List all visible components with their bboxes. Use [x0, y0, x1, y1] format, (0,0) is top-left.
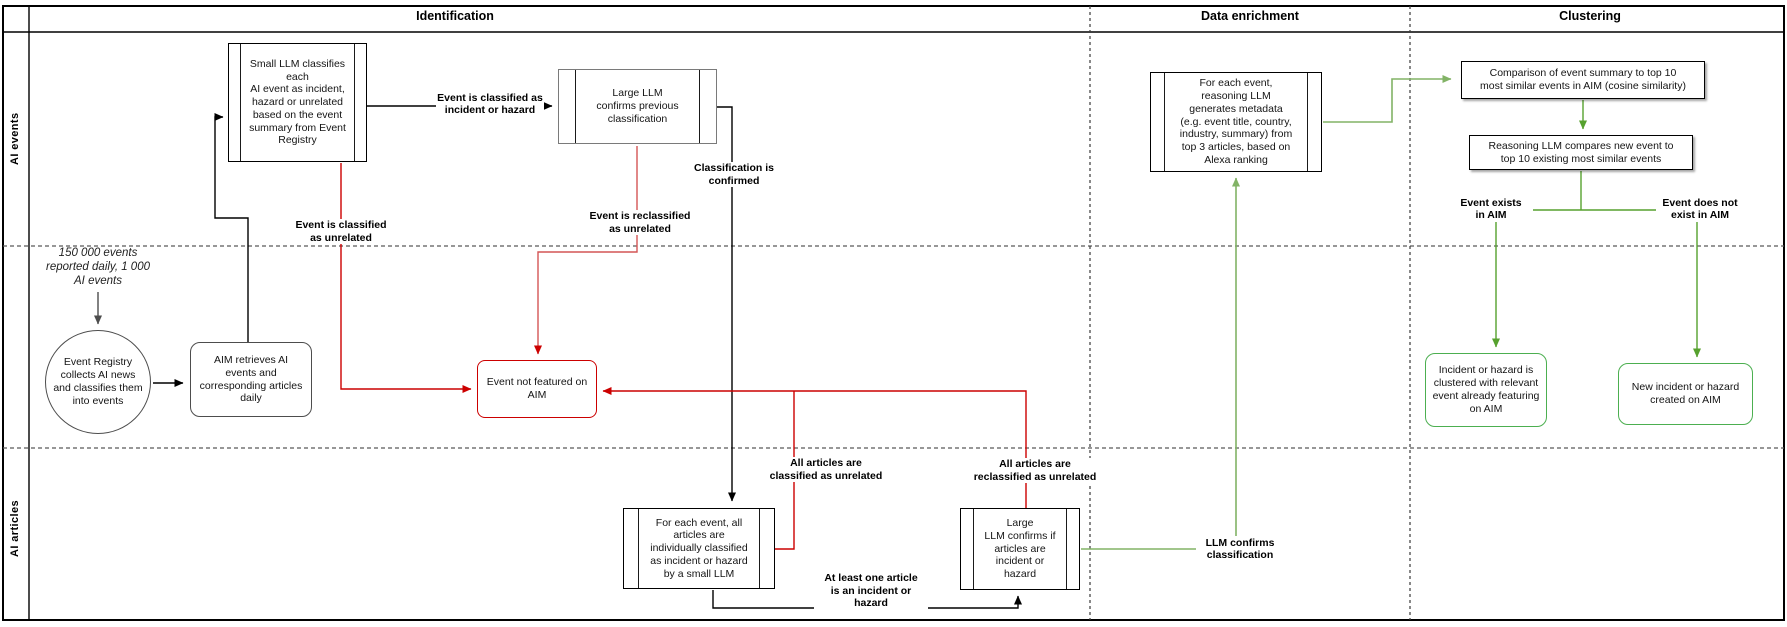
- node-cosine-comparison[interactable]: Comparison of event summary to top 10 mo…: [1461, 61, 1705, 99]
- subprocess-bar-right: [354, 44, 355, 161]
- node-metadata-generation[interactable]: For each event, reasoning LLM generates …: [1150, 72, 1322, 172]
- node-large-llm-articles[interactable]: Large LLM confirms if articles are incid…: [960, 508, 1080, 590]
- edge-label-classification-confirmed: Classification is confirmed: [684, 162, 784, 187]
- edge-event-exists: [1492, 209, 1581, 348]
- node-articles-classified[interactable]: For each event, all articles are individ…: [623, 508, 775, 589]
- lane-header-clustering: Clustering: [1559, 9, 1621, 23]
- edge-label-event-not-exist: Event does not exist in AIM: [1656, 196, 1744, 222]
- subprocess-bar-left: [1164, 73, 1165, 171]
- subprocess-bar-left: [575, 70, 576, 143]
- node-new-incident-created[interactable]: New incident or hazard created on AIM: [1618, 363, 1753, 425]
- subprocess-bar-left: [240, 44, 241, 161]
- node-clustered-existing[interactable]: Incident or hazard is clustered with rel…: [1425, 353, 1547, 427]
- node-small-llm-classifies-label: Small LLM classifies each AI event as in…: [249, 57, 346, 147]
- lane-header-data-enrichment: Data enrichment: [1201, 9, 1299, 23]
- lane-header-identification: Identification: [416, 9, 494, 23]
- edge-label-event-exists: Event exists in AIM: [1449, 196, 1533, 222]
- node-aim-retrieves[interactable]: AIM retrieves AI events and correspondin…: [190, 342, 312, 417]
- node-large-llm-articles-label: Large LLM confirms if articles are incid…: [984, 517, 1056, 581]
- row-label-ai-events: AI events: [9, 112, 21, 166]
- node-event-not-featured[interactable]: Event not featured on AIM: [477, 360, 597, 418]
- subprocess-bar-left: [638, 509, 639, 588]
- edge-label-at-least-one: At least one article is an incident or h…: [814, 572, 928, 610]
- edge-label-incident-or-hazard: Event is classified as incident or hazar…: [436, 91, 544, 117]
- edge-llm-confirms-classification: [1081, 177, 1240, 550]
- edge-label-classified-unrelated: Event is classified as unrelated: [289, 219, 393, 244]
- edge-event-reclassified-unrelated: [534, 146, 638, 355]
- node-metadata-generation-label: For each event, reasoning LLM generates …: [1179, 77, 1293, 166]
- node-event-registry[interactable]: Event Registry collects AI news and clas…: [45, 330, 151, 434]
- edge-label-reclassified-unrelated: Event is reclassified as unrelated: [584, 210, 696, 235]
- edge-all-articles-unrelated: [775, 391, 795, 550]
- subprocess-bar-right: [759, 509, 760, 588]
- subprocess-bar-left: [973, 509, 974, 589]
- node-small-llm-classifies[interactable]: Small LLM classifies each AI event as in…: [228, 43, 367, 162]
- edge-event-classified-unrelated: [340, 163, 472, 393]
- edge-all-articles-reclassified: [602, 387, 1027, 508]
- node-large-llm-confirms-label: Large LLM confirms previous classificati…: [596, 87, 679, 125]
- edge-classification-confirmed: [717, 106, 736, 502]
- edge-event-not-exist: [1581, 209, 1701, 358]
- edge-metadata-to-comparison: [1323, 75, 1452, 123]
- subprocess-bar-right: [1066, 509, 1067, 589]
- node-articles-classified-label: For each event, all articles are individ…: [650, 516, 748, 580]
- node-large-llm-confirms[interactable]: Large LLM confirms previous classificati…: [558, 69, 717, 144]
- pool-border: [2, 5, 1785, 621]
- events-volume-note: 150 000 events reported daily, 1 000 AI …: [46, 247, 150, 287]
- edge-label-all-reclassified-unrelated: All articles are reclassified as unrelat…: [967, 458, 1103, 483]
- node-reasoning-compare[interactable]: Reasoning LLM compares new event to top …: [1469, 135, 1693, 170]
- edge-label-llm-confirms: LLM confirms classification: [1196, 536, 1284, 562]
- subprocess-bar-right: [699, 70, 700, 143]
- row-label-ai-articles: AI articles: [9, 500, 21, 558]
- subprocess-bar-right: [1307, 73, 1308, 171]
- edge-label-all-classified-unrelated: All articles are classified as unrelated: [761, 457, 891, 482]
- edge-aim-to-small-llm: [214, 113, 249, 342]
